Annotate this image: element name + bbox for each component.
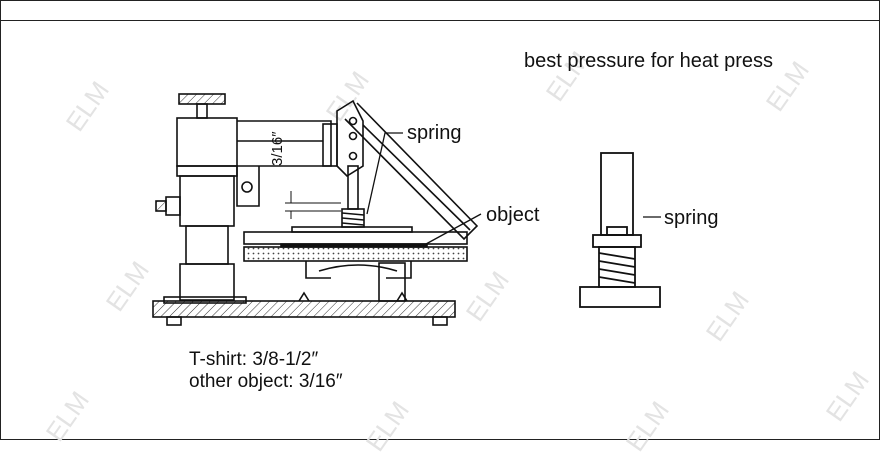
spring-label-right: spring: [664, 207, 719, 229]
top-border: [1, 1, 880, 21]
diagram-title: best pressure for heat press: [524, 50, 774, 72]
tshirt-note: T-shirt: 3/8-1/2″: [189, 349, 319, 370]
spring-label-left: spring: [407, 122, 462, 144]
object-label: object: [486, 204, 540, 226]
heat-press-drawing: [152, 93, 661, 326]
other-object-note: other object: 3/16″: [189, 371, 343, 392]
dimension-label: 3/16″: [269, 131, 286, 166]
